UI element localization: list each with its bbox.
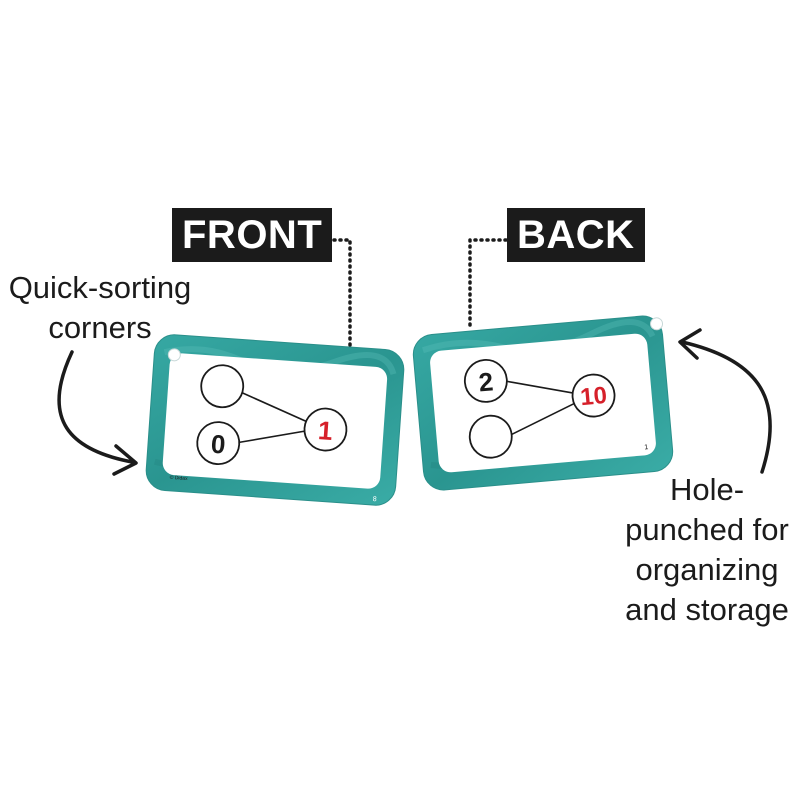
quick-sorting-corners-callout: Quick-sorting corners [8, 270, 192, 345]
back-circle-whole-value: 10 [579, 382, 608, 411]
back-card: 2 10 1 [412, 315, 674, 491]
punched-hole-icon [167, 348, 181, 362]
number-circle [303, 407, 348, 452]
front-circle-bottom-value: 0 [210, 429, 227, 460]
hole-arrow-icon [678, 328, 772, 474]
number-circle [463, 358, 508, 403]
front-circle-whole-value: 1 [317, 415, 334, 446]
back-connector-line [468, 238, 508, 332]
empty-circle [468, 414, 513, 459]
front-page-number: 8 [372, 496, 376, 503]
back-label: BACK [507, 208, 645, 262]
number-circle [571, 373, 616, 418]
copyright-text: © Didax [170, 474, 189, 482]
back-page-number: 1 [644, 444, 649, 451]
front-label: FRONT [172, 208, 333, 262]
hole-punched-callout: Hole- punched for organizing and storage [625, 472, 789, 627]
corners-arrow-icon [57, 350, 138, 476]
number-circle [196, 421, 241, 465]
back-circle-top-value: 2 [477, 366, 494, 397]
front-card: 0 1 8 © Didax [145, 334, 405, 506]
empty-circle [200, 364, 245, 409]
punched-hole-icon [650, 317, 664, 331]
